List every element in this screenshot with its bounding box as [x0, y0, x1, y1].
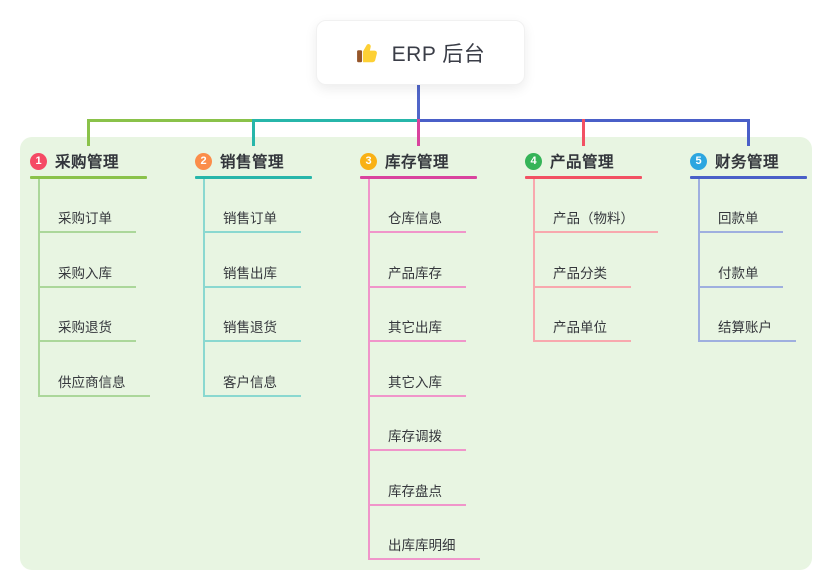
branch-label: 库存管理 — [385, 154, 450, 171]
thumbs-up-icon — [356, 40, 382, 66]
branch-header[interactable]: 2 销售管理 — [195, 148, 284, 174]
branch-number-badge: 5 — [690, 152, 707, 170]
branch-underline — [30, 176, 147, 179]
branch-underline — [525, 176, 642, 179]
branch-item[interactable]: 产品单位 — [533, 318, 631, 342]
branch-item[interactable]: 其它出库 — [368, 318, 466, 342]
branch-item[interactable]: 客户信息 — [203, 373, 301, 397]
branch-item[interactable]: 销售退货 — [203, 318, 301, 342]
branch-label: 产品管理 — [550, 154, 615, 171]
branch-header[interactable]: 3 库存管理 — [360, 148, 449, 174]
bus-segment — [87, 119, 252, 122]
root-connector-line — [417, 83, 420, 122]
branch-item[interactable]: 仓库信息 — [368, 209, 466, 233]
branch-label: 财务管理 — [715, 154, 780, 171]
branch-item[interactable]: 回款单 — [698, 209, 783, 233]
branch-item[interactable]: 采购入库 — [38, 264, 136, 288]
branch-drop-line — [87, 119, 90, 146]
branch-1: 1 采购管理采购订单采购入库采购退货供应商信息 — [30, 0, 190, 588]
branch-item[interactable]: 产品（物料） — [533, 209, 658, 233]
root-node[interactable]: ERP 后台 — [316, 20, 525, 85]
branch-item[interactable]: 销售出库 — [203, 264, 301, 288]
branch-number-badge: 2 — [195, 152, 212, 170]
branch-item[interactable]: 结算账户 — [698, 318, 796, 342]
branch-item[interactable]: 产品分类 — [533, 264, 631, 288]
branch-item[interactable]: 出库库明细 — [368, 536, 480, 560]
branches-panel — [20, 137, 812, 570]
branch-5: 5 财务管理回款单付款单结算账户 — [690, 0, 839, 588]
branch-header[interactable]: 4 产品管理 — [525, 148, 614, 174]
children-connector-line — [698, 179, 700, 340]
branch-drop-line — [252, 119, 255, 146]
branch-2: 2 销售管理销售订单销售出库销售退货客户信息 — [195, 0, 355, 588]
branch-header[interactable]: 1 采购管理 — [30, 148, 119, 174]
branch-4: 4 产品管理产品（物料） 产品分类产品单位 — [525, 0, 685, 588]
branch-item[interactable]: 采购退货 — [38, 318, 136, 342]
branch-item[interactable]: 库存盘点 — [368, 482, 466, 506]
branch-item[interactable]: 销售订单 — [203, 209, 301, 233]
children-connector-line — [368, 179, 370, 558]
branch-drop-line — [582, 119, 585, 146]
branch-label: 采购管理 — [55, 154, 120, 171]
branch-number-badge: 4 — [525, 152, 542, 170]
branch-header[interactable]: 5 财务管理 — [690, 148, 779, 174]
branch-3: 3 库存管理仓库信息产品库存其它出库其它入库库存调拨库存盘点出库库明细 — [360, 0, 520, 588]
branch-label: 销售管理 — [220, 154, 285, 171]
branch-item[interactable]: 产品库存 — [368, 264, 466, 288]
branch-underline — [690, 176, 807, 179]
branch-item[interactable]: 付款单 — [698, 264, 783, 288]
branch-item[interactable]: 供应商信息 — [38, 373, 150, 397]
bus-segment — [252, 119, 417, 122]
branch-item[interactable]: 其它入库 — [368, 373, 466, 397]
children-connector-line — [533, 179, 535, 340]
root-node-label: ERP 后台 — [391, 42, 486, 66]
branch-item[interactable]: 库存调拨 — [368, 427, 466, 451]
branch-drop-line — [747, 119, 750, 146]
branch-number-badge: 3 — [360, 152, 377, 170]
branch-underline — [195, 176, 312, 179]
branch-underline — [360, 176, 477, 179]
branch-item[interactable]: 采购订单 — [38, 209, 136, 233]
branch-drop-line — [417, 119, 420, 146]
branch-number-badge: 1 — [30, 152, 47, 170]
